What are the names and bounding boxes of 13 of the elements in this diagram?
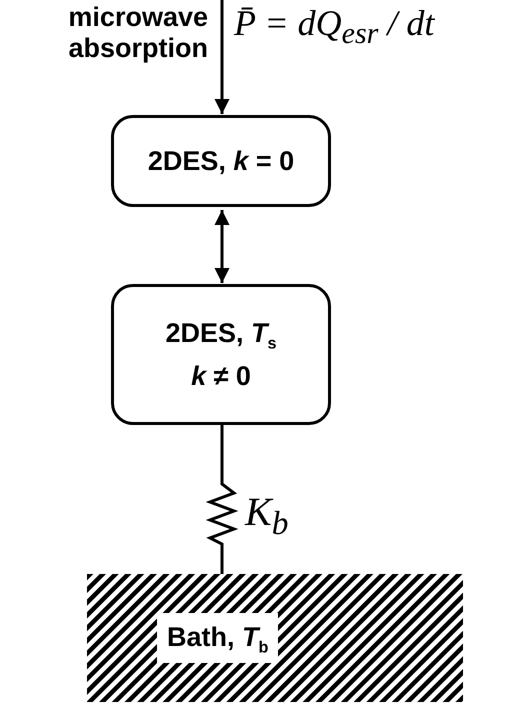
- box-label: k ≠ 0: [191, 360, 251, 393]
- process-box: [111, 115, 331, 207]
- box-label: 2DES, T$_{s}$: [165, 316, 277, 354]
- bath-label: Bath, T$_{b}$: [157, 612, 278, 664]
- process-box: [111, 284, 331, 425]
- arrow: [214, 210, 230, 283]
- hatched-bath-block: [87, 574, 463, 702]
- formula-label: P̄ = dQ$_{esr}$ / dt: [234, 2, 434, 52]
- arrow: [214, 0, 230, 114]
- edge-label: microwave absorption: [67, 2, 208, 64]
- edge-label: K$_{b}$: [245, 488, 288, 543]
- spring-connector: [206, 425, 238, 574]
- box-label: 2DES, k = 0: [148, 144, 294, 178]
